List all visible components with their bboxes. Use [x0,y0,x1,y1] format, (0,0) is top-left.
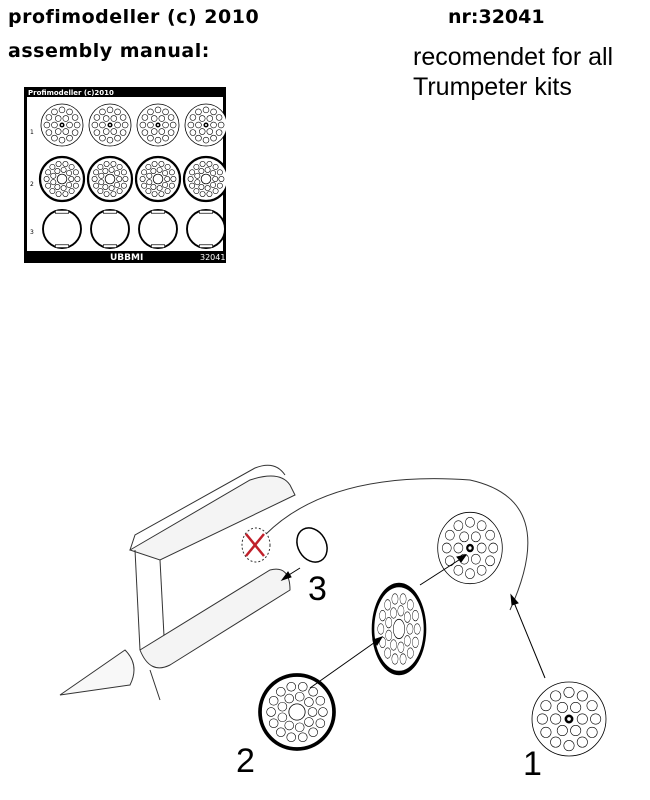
callout-2: 2 [236,742,255,780]
fret-part-3 [186,209,226,249]
fret-number: 32041 [200,253,225,262]
fret-part-3 [138,209,178,249]
fret-part-2 [86,155,134,203]
fret-part-3 [90,209,130,249]
nose-cone [59,649,135,696]
pod-lower-half [139,568,291,669]
recommendation-line-2: Trumpeter kits [413,73,572,101]
part-number: nr:32041 [448,6,545,28]
remove-x-icon [245,533,265,557]
disc-part-1 [531,681,607,757]
callout-3: 3 [308,570,327,608]
fret-part-2 [182,155,226,203]
fret-part-1 [136,103,180,147]
disc-part-2-installed [371,582,427,676]
fret-logo: UBBMI [110,253,143,263]
fret-part-2 [134,155,182,203]
fret-row-label-2: 2 [30,181,34,188]
fret-part-1 [184,103,226,147]
fret-row-label-1: 1 [30,129,34,136]
disc-part-1-installed [437,511,503,585]
fret-part-2 [38,155,86,203]
assembly-diagram [59,464,607,757]
fret-row-label-3: 3 [30,229,34,236]
fret-title: Profimodeller (c)2010 [28,89,114,97]
disc-part-2 [258,673,336,751]
assembly-arrows [280,554,546,689]
ring-part-3 [296,527,328,563]
recommendation-line-1: recomendet for all [413,43,614,71]
fret-part-3 [42,209,82,249]
fret-part-1 [40,103,84,147]
callout-1: 1 [523,745,542,783]
pod-upper-half [128,475,296,561]
fret-part-1 [88,103,132,147]
manual-subtitle: assembly manual: [8,40,210,62]
photo-etch-fret: Profimodeller (c)2010 UBBMI 32041 1 2 3 [24,87,226,263]
brand-title: profimodeller (c) 2010 [8,6,260,28]
recommendation: recomendet for all Trumpeter kits [413,42,613,102]
